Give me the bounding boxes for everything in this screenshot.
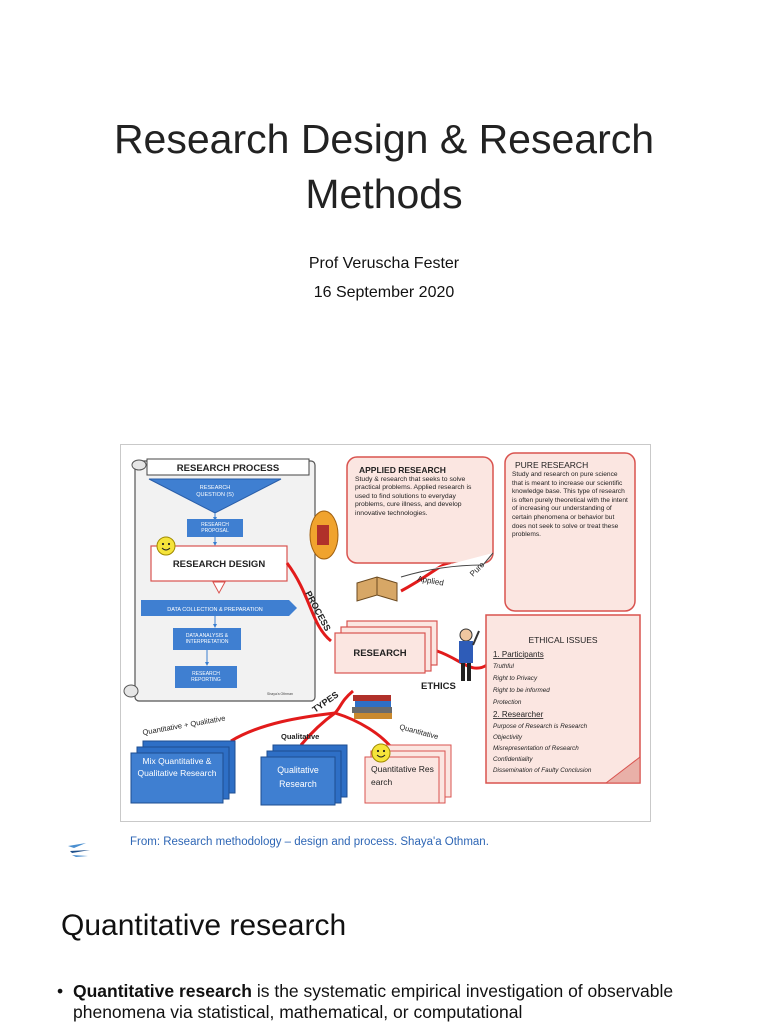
mixed-research-box <box>130 740 236 804</box>
label-mixed-branch: Quantitative + Qualitative <box>142 714 226 737</box>
books-icon <box>309 510 339 560</box>
ethics-researcher-heading: 2. Researcher <box>493 710 544 719</box>
applied-pure-callout <box>400 552 494 578</box>
down-arrow-icon <box>212 581 226 595</box>
label-quantitative-branch: Quantitative <box>398 722 439 741</box>
process-title: RESEARCH PROCESS <box>177 463 279 474</box>
qualitative-research-box <box>260 744 348 806</box>
label-applied: Applied <box>417 574 445 587</box>
diagram-caption: From: Research methodology – design and … <box>130 836 489 848</box>
step-data-analysis: DATA ANALYSIS &INTERPRETATION <box>186 633 229 645</box>
researcher-item: Purpose of Research is Research <box>493 723 588 730</box>
research-question-funnel <box>148 478 282 514</box>
slide-title: Research Design & Research Methods <box>113 116 655 217</box>
author-name: Prof Veruscha Fester <box>308 255 460 272</box>
research-center-label: RESEARCH <box>353 648 406 659</box>
logo-icon <box>68 843 90 857</box>
research-center-box <box>334 620 438 674</box>
step-data-collection: DATA COLLECTION & PREPARATION <box>167 607 263 613</box>
applied-research-title: APPLIED RESEARCH <box>359 465 446 475</box>
ethical-issues-box <box>485 614 641 784</box>
researcher-item: Objectivity <box>493 734 523 741</box>
bullet-dot-icon: • <box>57 981 64 1001</box>
participant-item: Protection <box>493 699 522 706</box>
research-design-box <box>150 545 288 582</box>
pure-research-text: Study and research on pure science that … <box>512 471 628 539</box>
mixed-research-label: Mix Quantitative & Qualitative Research <box>137 756 217 778</box>
ethics-participants-heading: 1. Participants <box>493 650 544 659</box>
data-analysis-box <box>173 628 241 650</box>
bullet-description: is the systematic empirical investigatio… <box>73 981 674 1022</box>
data-collection-box <box>141 600 297 616</box>
open-book-icon <box>356 576 398 602</box>
bullet-text: Quantitative research is the systematic … <box>73 981 733 1023</box>
label-ethics: ETHICS <box>421 681 456 692</box>
process-title-box <box>146 458 310 476</box>
researcher-item: Misrepresentation of Research <box>493 745 579 752</box>
research-reporting-box <box>175 666 237 688</box>
pure-research-title: PURE RESEARCH <box>515 460 588 470</box>
participant-item: Right to Privacy <box>493 675 538 682</box>
person-icon <box>459 628 480 681</box>
diagram-signature: Shaya'a Othman <box>267 692 293 696</box>
pure-research-box <box>504 452 636 612</box>
participant-item: Right to be informed <box>493 687 550 694</box>
participant-item: Truthful <box>493 663 514 670</box>
research-proposal-box <box>187 519 243 537</box>
ethical-issues-title: ETHICAL ISSUES <box>528 635 597 645</box>
applied-research-text: Study & research that seeks to solve pra… <box>355 476 472 517</box>
bullet-term: Quantitative research <box>73 981 252 1001</box>
presentation-date: 16 September 2020 <box>313 284 455 301</box>
researcher-item: Confidentiality <box>493 756 533 763</box>
smiley-icon <box>371 743 391 763</box>
page-curl <box>604 755 641 784</box>
smiley-icon <box>156 536 176 556</box>
section-title: Quantitative research <box>61 909 347 942</box>
step-research-design: RESEARCH DESIGN <box>173 559 266 570</box>
label-qualitative-branch: Qualitative <box>281 732 319 741</box>
qualitative-research-label: Qualitative Research <box>277 765 319 789</box>
book-stack-icon <box>352 695 392 719</box>
quantitative-research-label: Quantitative Research <box>371 764 434 787</box>
applied-research-box <box>346 456 494 564</box>
researcher-item: Dissemination of Faulty Conclusion <box>493 767 592 774</box>
